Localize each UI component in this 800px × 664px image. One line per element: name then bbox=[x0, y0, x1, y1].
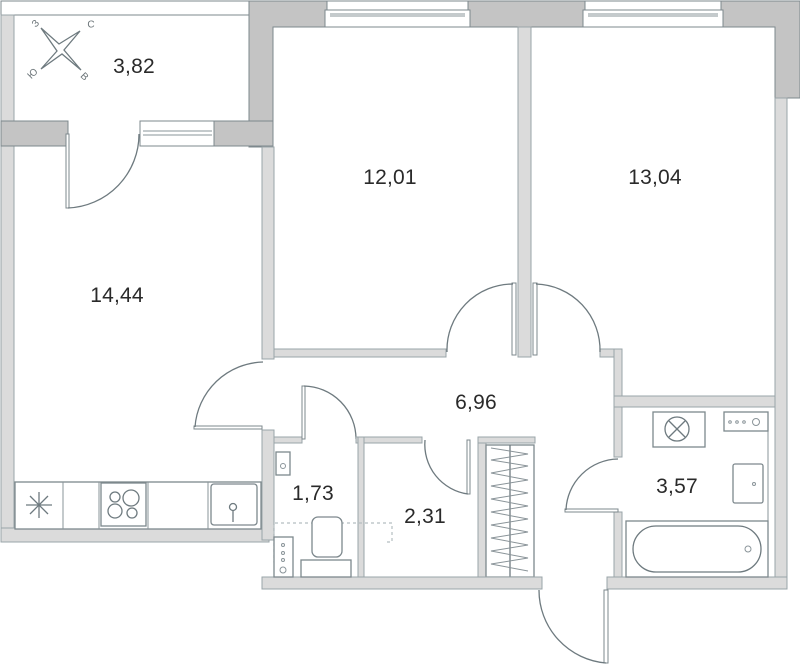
wall-kitchen-toilet bbox=[261, 429, 275, 541]
entrance-door-swing bbox=[538, 589, 607, 664]
wardrobe-hangers bbox=[490, 447, 529, 572]
balcony-railing bbox=[0, 0, 250, 16]
kitchen-door-swing bbox=[194, 361, 264, 428]
kitchen-door-leaf[interactable] bbox=[193, 425, 263, 430]
window-bedroom-1 bbox=[326, 0, 469, 11]
room-area-hallway: 6,96 bbox=[455, 391, 497, 414]
bathroom-left-wall-bottom bbox=[613, 511, 623, 579]
bathroom-top-wall bbox=[613, 395, 776, 408]
bathtub-basin-icon bbox=[632, 525, 762, 573]
kitchen-bottom-wall bbox=[0, 527, 270, 543]
bedroom2-door-leaf[interactable] bbox=[532, 282, 538, 356]
window-bedroom-2 bbox=[584, 0, 722, 11]
stove-icon bbox=[100, 482, 147, 527]
window-bedroom-2-frame bbox=[582, 9, 724, 28]
ventilation-icon bbox=[652, 411, 706, 448]
storage-top-wall bbox=[355, 436, 423, 444]
wardrobe-left-wall bbox=[477, 436, 487, 578]
storage-door-leaf[interactable] bbox=[466, 439, 471, 495]
bathroom-shelf bbox=[723, 411, 769, 432]
bedroom1-door-swing bbox=[446, 283, 514, 353]
kitchen-sink-icon bbox=[210, 483, 258, 526]
room-area-bedroom-2: 13,04 bbox=[628, 166, 682, 189]
toilet-door-swing bbox=[303, 385, 357, 440]
bathroom-sink-icon bbox=[732, 463, 764, 504]
balcony-divider-left bbox=[0, 120, 69, 147]
compass-north-label: С bbox=[87, 19, 95, 31]
wall-kitchen-bedroom1 bbox=[261, 146, 275, 360]
compass-icon bbox=[40, 27, 82, 71]
balcony-door-swing bbox=[67, 133, 140, 209]
toilet-cistern bbox=[300, 559, 352, 578]
balcony-door-leaf[interactable] bbox=[65, 133, 70, 209]
wardrobe-top-wall bbox=[477, 436, 536, 444]
room-area-storage: 2,31 bbox=[404, 505, 446, 528]
toilet-bowl-icon bbox=[311, 516, 343, 558]
wall-toilet-storage bbox=[357, 436, 365, 578]
right-wall bbox=[774, 97, 788, 579]
toilet-shelf bbox=[273, 536, 294, 578]
toilet-door-leaf[interactable] bbox=[301, 385, 306, 440]
room-area-balcony: 3,82 bbox=[113, 55, 155, 78]
left-wall bbox=[0, 145, 15, 530]
room-area-bedroom-1: 12,01 bbox=[363, 166, 417, 189]
bedroom2-door-swing bbox=[535, 283, 601, 353]
bathroom-left-wall-top bbox=[613, 406, 623, 458]
bedroom1-door-leaf[interactable] bbox=[511, 282, 517, 356]
room-area-bathroom: 3,57 bbox=[656, 475, 698, 498]
bedroom1-bottom-wall bbox=[273, 348, 447, 358]
room-area-kitchen-living: 14,44 bbox=[90, 284, 144, 307]
entrance-door-leaf[interactable] bbox=[603, 589, 609, 664]
window-bedroom-1-frame bbox=[324, 9, 471, 28]
window-kitchen-balcony bbox=[139, 120, 215, 147]
bathtub bbox=[625, 520, 769, 578]
bottom-wall-left bbox=[261, 576, 543, 590]
storage-door-swing bbox=[424, 439, 469, 495]
balcony-left-wall bbox=[0, 14, 15, 122]
balcony-divider-right bbox=[213, 120, 274, 147]
bottom-wall-right bbox=[606, 576, 788, 590]
extractor-icon bbox=[26, 492, 52, 518]
bathroom-door-swing bbox=[565, 458, 619, 511]
wall-between-bedrooms bbox=[517, 26, 532, 358]
bathroom-door-leaf[interactable] bbox=[564, 508, 619, 513]
toilet-top-wall bbox=[273, 436, 303, 444]
room-area-toilet: 1,73 bbox=[292, 482, 334, 505]
